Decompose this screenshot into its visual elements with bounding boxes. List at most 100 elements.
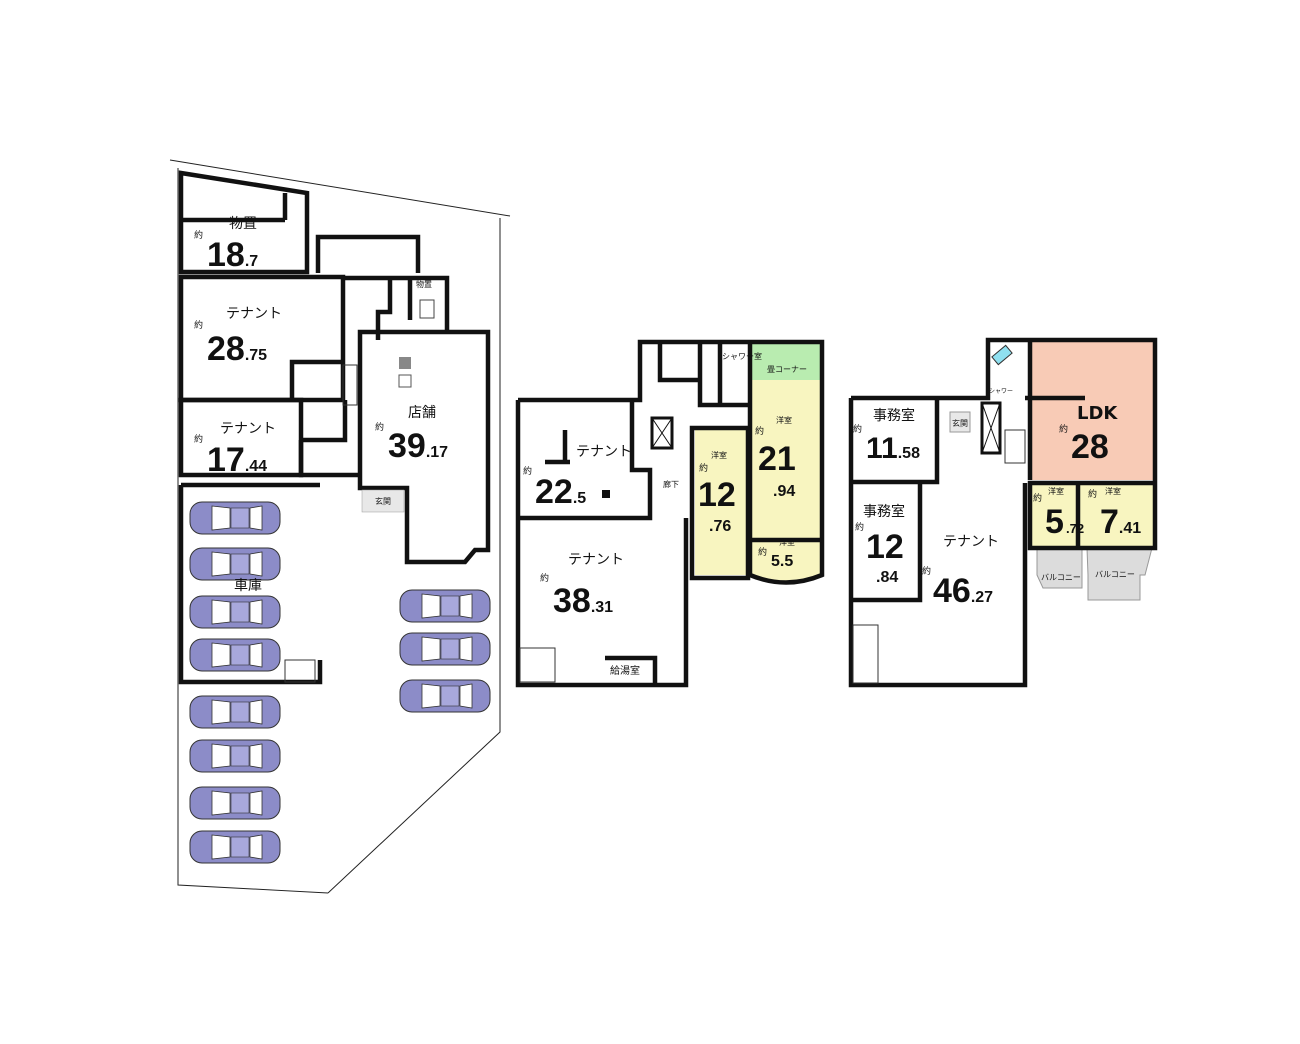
storage-area: 18.7 — [207, 236, 258, 274]
room-c-label: 洋室 — [779, 537, 795, 547]
car-icon — [399, 632, 491, 666]
tatami-corner-fill — [750, 343, 822, 380]
stove-icon — [399, 357, 411, 369]
room-a-area: 12 — [698, 476, 736, 514]
approx-label: 約 — [1088, 488, 1097, 500]
elevator-cross — [981, 402, 1001, 454]
stairs-icon — [1004, 429, 1026, 464]
elevator-shaft — [650, 416, 674, 450]
car-icon — [399, 589, 491, 623]
room-c-area: 5.5 — [771, 553, 793, 570]
tenant-a-label: テナント — [576, 444, 632, 460]
corridor-label: 廊下 — [663, 479, 679, 489]
shop-label: 店舗 — [408, 405, 436, 421]
ldk-area: 28 — [1071, 428, 1109, 466]
rear-rooms-walls — [315, 234, 450, 340]
room-a-label: 洋室 — [711, 450, 727, 460]
tatami-label: 畳コーナー — [767, 365, 807, 374]
office-b-area-decimal: .84 — [876, 569, 898, 586]
room-b-fill — [1080, 483, 1155, 548]
office-a-area: 11.58 — [866, 432, 920, 465]
office-walls — [851, 398, 940, 603]
balcony-a-label: バルコニー — [1041, 573, 1081, 582]
car-icon — [189, 501, 281, 535]
room-c-fill — [750, 540, 822, 583]
tenant-b-area: 17.44 — [207, 441, 267, 479]
room-a-fill — [1030, 483, 1078, 548]
tenant-walls — [515, 400, 689, 688]
office-a-label: 事務室 — [873, 407, 915, 424]
stairs-icon — [519, 647, 556, 683]
bathtub-icon — [991, 344, 1013, 366]
room-a-area-decimal: .76 — [709, 518, 731, 535]
kitchenette-label: 給湯室 — [610, 664, 640, 677]
tenant-a-area: 22.5 — [535, 473, 586, 511]
tenant-b-area: 38.31 — [553, 582, 613, 620]
room-b-area: 7.41 — [1100, 503, 1141, 541]
car-icon — [399, 679, 491, 713]
hall-walls — [298, 400, 360, 478]
car-icon — [189, 786, 281, 820]
approx-label: 約 — [699, 462, 708, 474]
third-floor-plan: シャワー 玄関 事務室 約 11.58 事務室 約 12 .84 テナント 約 … — [848, 337, 1158, 688]
approx-label: 約 — [523, 465, 532, 477]
elevator-cross — [651, 417, 673, 449]
wet-area-walls — [657, 342, 750, 408]
tenant-a-label: テナント — [226, 306, 282, 322]
room-b-fill — [750, 380, 822, 540]
lot-boundary — [169, 159, 511, 894]
entrance-label: 玄関 — [952, 418, 968, 428]
sink-icon — [398, 374, 412, 388]
inner-walls — [545, 430, 570, 465]
tenant-a-area: 28.75 — [207, 330, 267, 368]
room-a-label: 洋室 — [1048, 486, 1064, 496]
room-b-label: 洋室 — [1105, 486, 1121, 496]
shop-area: 39.17 — [388, 427, 448, 465]
upper-walls — [851, 337, 1158, 551]
ldk-fill — [1030, 342, 1155, 480]
second-floor-plan: 畳コーナー シャワー室 テナント 約 22.5 テナント 約 38.31 廊下 … — [515, 339, 825, 688]
approx-label: 約 — [758, 546, 767, 558]
pillar — [602, 490, 610, 498]
small-storage-label: 物置 — [416, 279, 432, 289]
car-icon — [189, 739, 281, 773]
tenant-walls — [848, 398, 1028, 688]
car-icon — [189, 595, 281, 629]
approx-label: 約 — [194, 229, 203, 241]
stairs-icon — [852, 624, 879, 684]
approx-label: 約 — [853, 423, 862, 435]
storage-room-walls — [178, 170, 310, 275]
tenant-b-label: テナント — [220, 421, 276, 437]
approx-label: 約 — [1033, 492, 1042, 504]
approx-label: 約 — [922, 565, 931, 577]
outer-walls — [518, 339, 825, 585]
room-a-fill — [695, 428, 748, 575]
stairs-icon — [342, 364, 358, 406]
room-walls — [689, 425, 822, 581]
kitchenette-walls — [605, 655, 658, 685]
car-icon — [189, 695, 281, 729]
storage-label: 物置 — [229, 216, 257, 232]
tenant-b-label: テナント — [568, 552, 624, 568]
tenant-a-walls — [178, 274, 346, 403]
approx-label: 約 — [855, 521, 864, 533]
car-icon — [189, 830, 281, 864]
inner-wall — [289, 359, 343, 400]
garage-label: 車庫 — [234, 577, 262, 594]
tenant-area: 46.27 — [933, 572, 993, 610]
room-a-area-decimal: .72 — [1066, 521, 1084, 536]
shower-label: シャワー室 — [722, 351, 762, 361]
approx-label: 約 — [755, 425, 764, 437]
ldk-label: LDK — [1077, 403, 1118, 424]
garage-walls — [178, 482, 323, 685]
office-b-area: 12 — [866, 528, 904, 566]
shop-walls — [357, 329, 491, 565]
ground-floor-plan: 物置 約 18.7 テナント 約 28.75 テナント 約 17.44 店舗 約… — [169, 159, 511, 894]
balcony-a — [1036, 547, 1083, 589]
room-a-area: 5 — [1045, 503, 1064, 541]
office-b-label: 事務室 — [863, 503, 905, 520]
shower-label: シャワー — [989, 388, 1013, 395]
approx-label: 約 — [1059, 423, 1068, 435]
tenant-b-walls — [178, 397, 304, 478]
